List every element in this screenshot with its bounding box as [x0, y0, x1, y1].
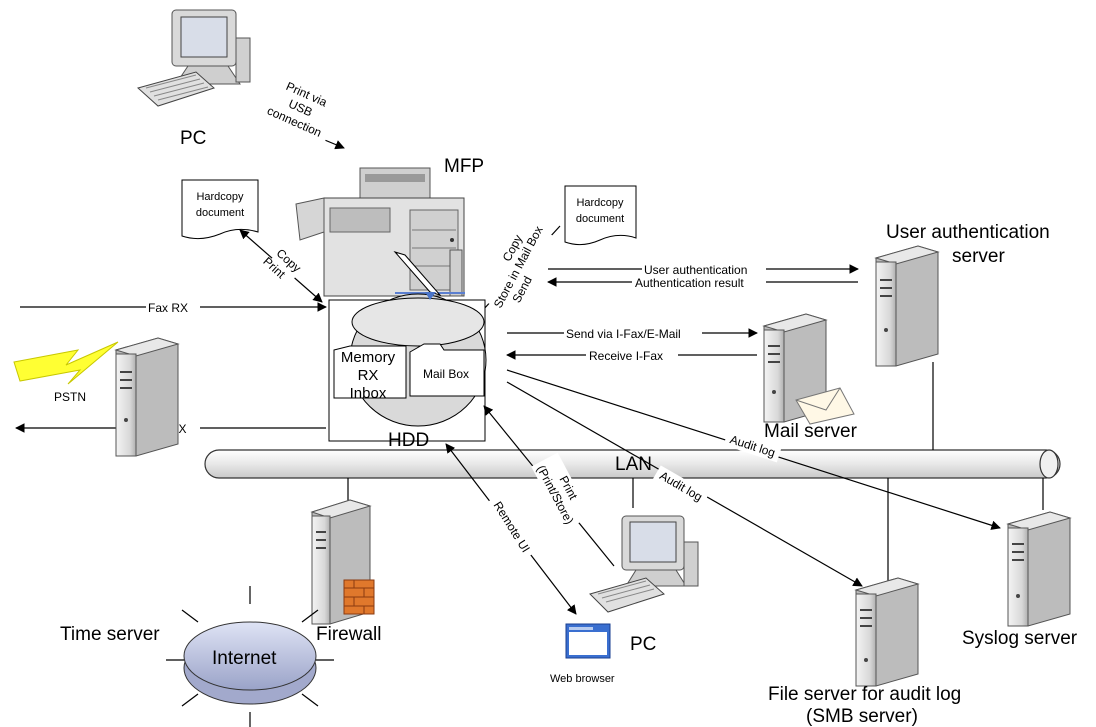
- pc-bottom-icon: [589, 515, 699, 613]
- hdd-label: HDD: [388, 430, 429, 451]
- copy-store-send-annotation: Copy Store in Mail Box Send: [471, 217, 561, 323]
- internet-icon: Internet: [166, 586, 334, 727]
- copy-print-left-annotation: Copy Print: [239, 229, 323, 303]
- mail-server-icon: [762, 313, 855, 425]
- user-auth-server-icon: [874, 245, 940, 367]
- hardcopy-left: Hardcopy document: [181, 179, 259, 240]
- web-browser-label: Web browser: [550, 673, 615, 685]
- time-server-icon: [114, 337, 180, 457]
- file-server-icon: [854, 577, 920, 687]
- usb-print-annotation: Print via USB connection: [255, 69, 345, 150]
- send-ifax-label: Send via I-Fax/E-Mail: [566, 327, 681, 341]
- mail-server-label: Mail server: [764, 421, 858, 442]
- web-browser-icon: [565, 623, 611, 659]
- file-server-line-2: (SMB server): [806, 706, 918, 727]
- hardcopy-right-line-2: document: [576, 213, 624, 225]
- lan-bus: LAN: [204, 449, 1061, 479]
- auth-result-label: Authentication result: [635, 276, 744, 290]
- receive-ifax-label: Receive I-Fax: [589, 349, 663, 363]
- user-auth-label: User authentication: [644, 263, 747, 277]
- internet-label: Internet: [212, 648, 277, 669]
- pc-top-icon: [136, 9, 251, 107]
- pc-top-label: PC: [180, 128, 206, 149]
- mailbox-label: Mail Box: [423, 367, 469, 381]
- file-server-line-1: File server for audit log: [768, 684, 961, 705]
- rx-label: RX: [358, 367, 379, 384]
- memory-label: Memory: [341, 349, 396, 366]
- time-server-label: Time server: [60, 624, 160, 645]
- lan-label: LAN: [615, 454, 652, 475]
- pstn-lightning-icon: PSTN: [13, 341, 119, 404]
- mail-arrows: Send via I-Fax/E-Mail Receive I-Fax: [506, 325, 758, 363]
- firewall-label: Firewall: [316, 624, 381, 645]
- audit-log-arrows: Audit log Audit log: [506, 369, 1001, 587]
- syslog-server-label: Syslog server: [962, 628, 1078, 649]
- hardcopy-left-line-1: Hardcopy: [196, 191, 244, 203]
- hardcopy-right: Hardcopy document: [564, 185, 637, 246]
- user-auth-server-line-2: server: [952, 246, 1005, 267]
- print-store-arrow: Print (Print/Store): [483, 405, 615, 567]
- pc-bottom-label: PC: [630, 634, 656, 655]
- mfp-label: MFP: [444, 156, 484, 177]
- pstn-label: PSTN: [54, 390, 86, 404]
- user-auth-server-line-1: User authentication: [886, 222, 1050, 243]
- user-auth-arrows: User authentication Authentication resul…: [547, 261, 859, 290]
- hardcopy-right-line-1: Hardcopy: [576, 197, 624, 209]
- remote-ui-label: Remote UI: [491, 499, 533, 555]
- mfp-icon: [295, 167, 465, 297]
- syslog-server-icon: [1006, 511, 1072, 627]
- hardcopy-left-line-2: document: [196, 207, 244, 219]
- mfp-hdd-box: Memory RX Inbox Mail Box HDD: [328, 251, 487, 451]
- fax-rx-label: Fax RX: [148, 301, 188, 315]
- firewall-icon: [310, 499, 375, 625]
- inbox-label: Inbox: [350, 385, 387, 402]
- fax-rx-arrow: Fax RX: [20, 299, 327, 315]
